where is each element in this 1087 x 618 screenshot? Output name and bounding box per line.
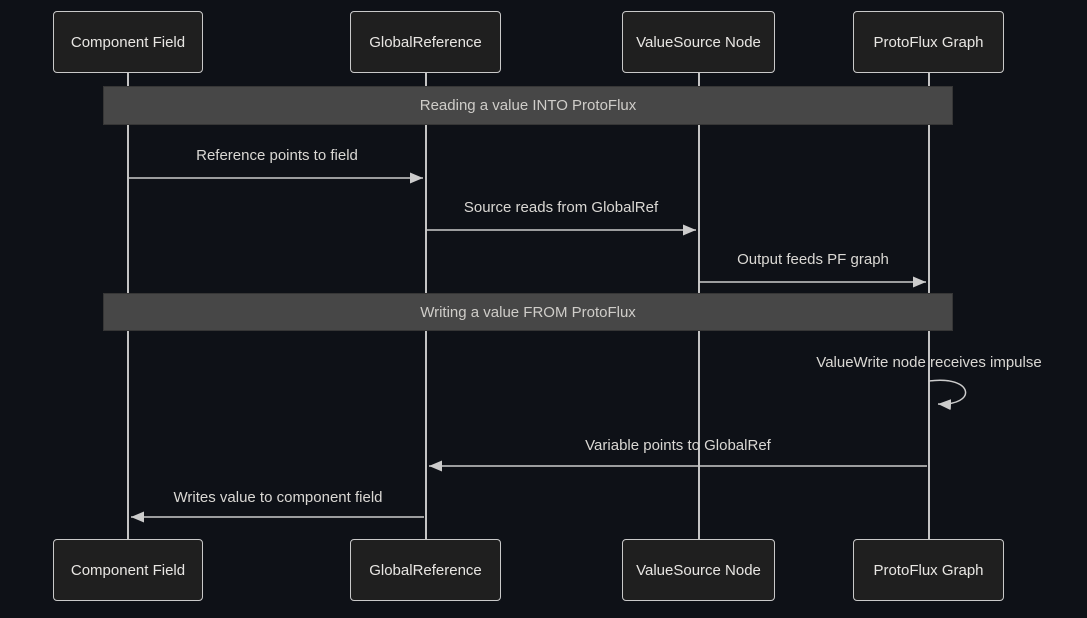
arrow-self-loop-valuewrite <box>928 379 967 411</box>
actor-global-reference-top: GlobalReference <box>350 11 501 73</box>
message-label: Writes value to component field <box>173 489 383 506</box>
actor-label: ProtoFlux Graph <box>873 33 984 51</box>
message-label: Variable points to GlobalRef <box>585 437 771 454</box>
message-label: ValueWrite node receives impulse <box>816 354 1042 371</box>
actor-valuesource-node-bottom: ValueSource Node <box>622 539 775 601</box>
actor-label: GlobalReference <box>369 33 482 51</box>
actor-component-field-top: Component Field <box>53 11 203 73</box>
actor-label: Component Field <box>70 561 186 579</box>
actor-label: Component Field <box>70 33 186 51</box>
section-band-writing: Writing a value FROM ProtoFlux <box>103 293 953 331</box>
message-label: Reference points to field <box>196 147 358 164</box>
actor-label: ValueSource Node <box>636 561 761 579</box>
actor-label: GlobalReference <box>369 561 482 579</box>
section-band-reading: Reading a value INTO ProtoFlux <box>103 86 953 125</box>
actor-protoflux-graph-bottom: ProtoFlux Graph <box>853 539 1004 601</box>
message-label: Output feeds PF graph <box>737 251 889 268</box>
message-label: Source reads from GlobalRef <box>463 199 659 216</box>
actor-label: ProtoFlux Graph <box>873 561 984 579</box>
actor-global-reference-bottom: GlobalReference <box>350 539 501 601</box>
section-label: Writing a value FROM ProtoFlux <box>420 303 636 321</box>
actor-label: ValueSource Node <box>636 33 761 51</box>
section-label: Reading a value INTO ProtoFlux <box>419 97 637 114</box>
actor-protoflux-graph-top: ProtoFlux Graph <box>853 11 1004 73</box>
actor-component-field-bottom: Component Field <box>53 539 203 601</box>
actor-valuesource-node-top: ValueSource Node <box>622 11 775 73</box>
